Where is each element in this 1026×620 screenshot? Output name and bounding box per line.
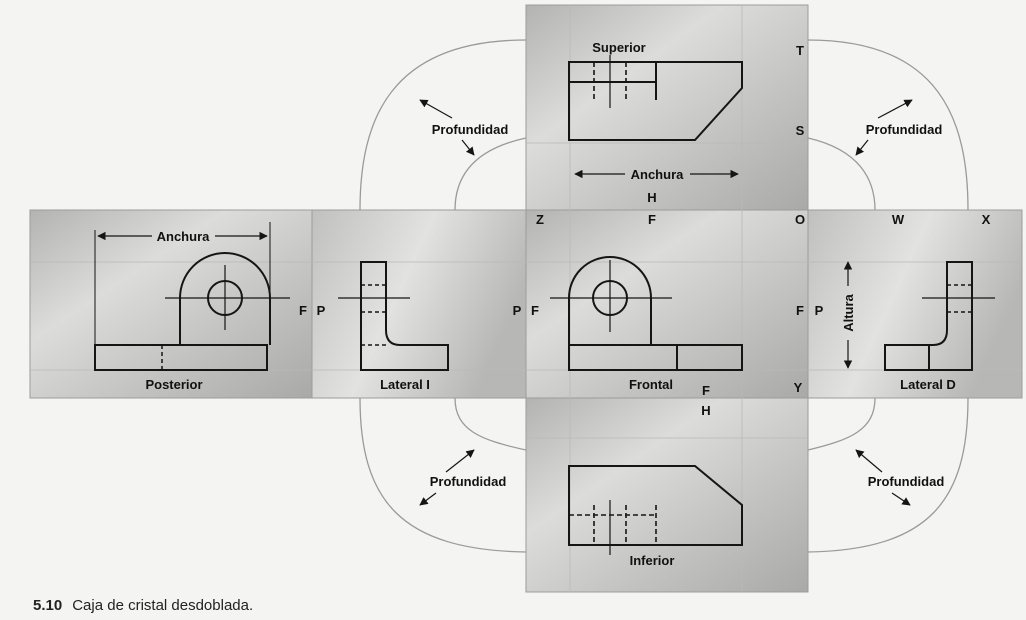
letter-x: X	[982, 212, 991, 227]
letter-f-frontal: F	[531, 303, 539, 318]
letter-y: Y	[794, 380, 803, 395]
letter-f-frontal-right: F	[796, 303, 804, 318]
label-superior: Superior	[592, 40, 645, 55]
dim-profundidad-tr: Profundidad	[866, 122, 943, 137]
panel-lateral-d	[807, 209, 1023, 399]
letter-h-top: H	[647, 190, 656, 205]
caption-text: Caja de cristal desdoblada.	[72, 597, 254, 614]
figure-caption: 5.10 Caja de cristal desdoblada.	[33, 597, 253, 614]
caption-number: 5.10	[33, 597, 63, 614]
letter-p-lateral-i: P	[317, 303, 326, 318]
label-frontal: Frontal	[629, 377, 673, 392]
letter-f-posterior: F	[299, 303, 307, 318]
dim-anchura-top: Anchura	[631, 167, 685, 182]
fold-arcs	[359, 39, 969, 553]
panel-superior	[525, 4, 809, 211]
view-lateral-i-drawing	[338, 261, 449, 371]
letter-s: S	[796, 123, 805, 138]
letter-p-lateral-d: P	[815, 303, 824, 318]
panel-lateral-i	[311, 209, 527, 399]
view-posterior-drawing	[94, 252, 290, 371]
label-lateral-i: Lateral I	[380, 377, 430, 392]
letter-p-frontal: P	[513, 303, 522, 318]
dim-profundidad-bl: Profundidad	[430, 474, 507, 489]
panel-posterior	[29, 209, 313, 399]
dim-anchura-left: Anchura	[157, 229, 211, 244]
dim-profundidad-tl: Profundidad	[432, 122, 509, 137]
dimension-lines	[94, 99, 913, 506]
label-inferior: Inferior	[630, 553, 675, 568]
label-posterior: Posterior	[145, 377, 202, 392]
letter-f-top: F	[648, 212, 656, 227]
view-frontal-drawing	[550, 256, 743, 371]
panel-inferior	[525, 397, 809, 593]
view-lateral-d-drawing	[884, 261, 995, 371]
glass-panels	[29, 4, 1023, 593]
letter-w: W	[892, 212, 905, 227]
label-lateral-d: Lateral D	[900, 377, 956, 392]
view-superior-drawing	[568, 55, 743, 141]
letter-z: Z	[536, 212, 544, 227]
letter-t: T	[796, 43, 804, 58]
dim-altura: Altura	[841, 293, 856, 331]
view-inferior-drawing	[568, 465, 743, 555]
dim-profundidad-br: Profundidad	[868, 474, 945, 489]
letter-h-bottom: H	[701, 403, 710, 418]
letter-f-bottom: F	[702, 383, 710, 398]
letter-o: O	[795, 212, 805, 227]
